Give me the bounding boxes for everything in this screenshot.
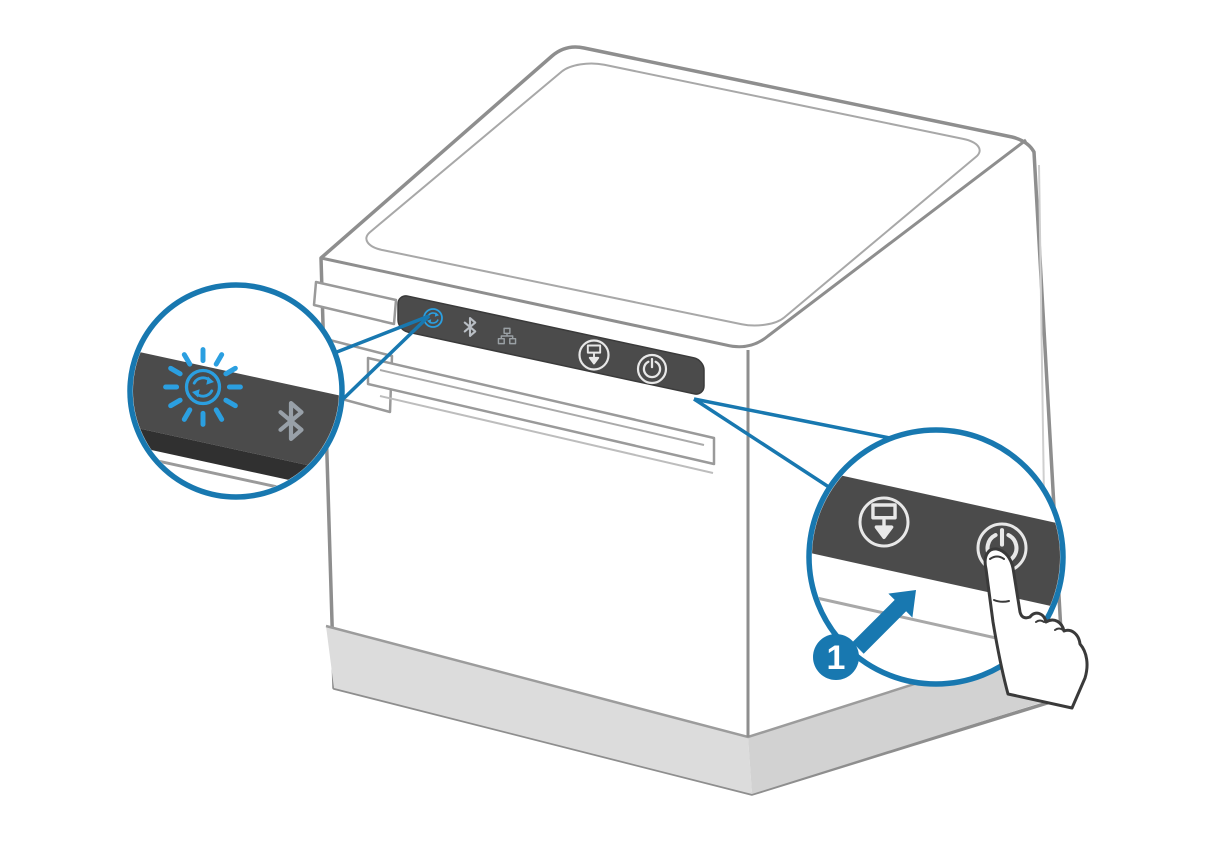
knuckle-crease-1 [1035,619,1045,623]
paper-slot-lip-line [379,395,714,474]
printer-base-front [326,626,752,794]
fingernail-line [989,555,1005,560]
right-callout: 1 [806,427,1089,710]
zoom-panel-lip [133,420,339,492]
feed-button-zoom [858,496,910,548]
power-button [636,353,668,385]
press-direction-arrow [852,590,916,654]
top-face-inner-line [355,59,990,330]
zoom-panel-band [133,346,339,474]
step-badge: 1 [813,634,859,680]
finger-crease-line [993,599,1010,603]
pointing-hand [983,547,1089,710]
control-panel-strip [398,294,704,396]
hand-outline [983,547,1089,710]
feed-button [578,339,610,371]
control-panel [398,294,704,396]
left-corner-cap-upper [312,280,398,326]
step-badge-circle [813,634,859,680]
top-face-edge [320,138,1027,349]
left-callout [127,282,345,500]
step-badge-label: 1 [827,639,846,677]
paper-slot-opening-line [379,369,705,446]
knuckle-crease-2 [1054,627,1064,631]
